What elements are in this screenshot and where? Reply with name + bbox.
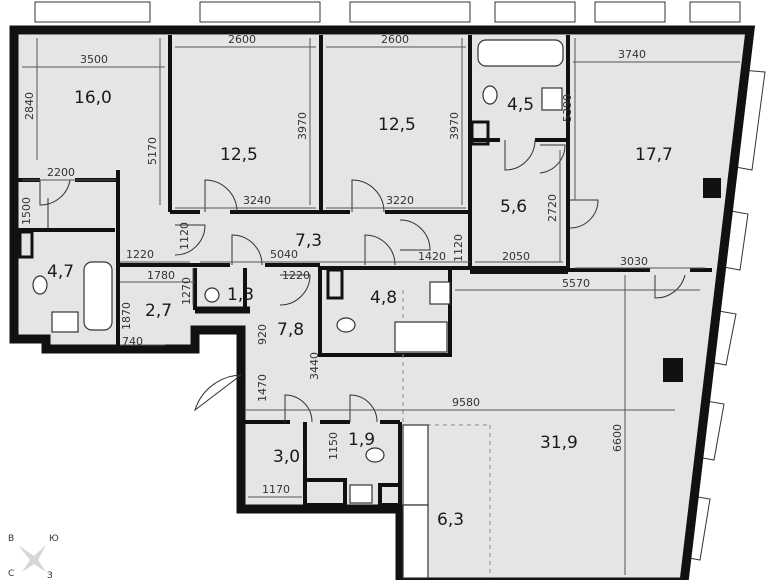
dimension-label: 1120 <box>452 234 465 262</box>
outer-wall <box>9 25 756 580</box>
dimension-label: 740 <box>122 335 143 348</box>
dimension-label: 1500 <box>20 197 33 225</box>
sink-icon <box>349 484 373 504</box>
room-area: 7,3 <box>295 231 322 251</box>
compass: В Ю С З <box>8 534 59 580</box>
dimension-label: 3500 <box>80 53 108 66</box>
dimension-label: 1150 <box>327 432 340 460</box>
room-area: 16,0 <box>74 88 112 108</box>
dimension-label: 2720 <box>546 194 559 222</box>
dimension-label: 6600 <box>611 424 624 452</box>
dimension-label: 5570 <box>562 277 590 290</box>
room-area: 4,8 <box>370 288 397 308</box>
dimension-label: 1170 <box>262 483 290 496</box>
counter-icon <box>402 504 429 579</box>
compass-south: С <box>8 569 14 579</box>
dimension-label: 2600 <box>228 33 256 46</box>
dimension-lines <box>22 38 740 575</box>
room-area: 1,3 <box>227 285 254 305</box>
dimension-label: 1870 <box>120 302 133 330</box>
boiler-icon <box>204 287 220 303</box>
toilet-icon <box>336 317 356 333</box>
room-area: 6,3 <box>437 510 464 530</box>
dimension-label: 2840 <box>23 92 36 120</box>
room-area: 4,5 <box>507 95 534 115</box>
room-area: 3,0 <box>273 447 300 467</box>
dimension-label: 1220 <box>126 248 154 261</box>
dimension-label: 1470 <box>256 374 269 402</box>
room-area: 12,5 <box>220 145 258 165</box>
toilet-icon <box>482 85 498 105</box>
doors <box>39 139 686 423</box>
room-labels: 16,0 12,5 12,5 4,5 17,7 5,6 7,3 4,7 2,7 … <box>47 88 673 530</box>
dimension-label: 5040 <box>270 248 298 261</box>
room-area: 2,7 <box>145 301 172 321</box>
toilet-icon <box>32 275 48 295</box>
room-area: 12,5 <box>378 115 416 135</box>
bathtub-icon <box>477 39 564 67</box>
toilet-icon <box>365 447 385 463</box>
dimension-label: 1420 <box>418 250 446 263</box>
dimension-label: 1120 <box>178 222 191 250</box>
compass-east: Ю <box>49 534 59 544</box>
compass-star-icon <box>18 545 46 572</box>
bathtub-icon <box>83 261 113 331</box>
compass-north: В <box>8 534 14 544</box>
floor-area <box>18 35 748 578</box>
dimension-label: 5390 <box>561 94 574 122</box>
dimension-label: 5170 <box>146 137 159 165</box>
counter-icon <box>402 424 429 506</box>
dimension-label: 3220 <box>386 194 414 207</box>
fixtures <box>32 39 564 579</box>
dimension-label: 1220 <box>282 269 310 282</box>
room-area: 7,8 <box>277 320 304 340</box>
dimension-label: 2600 <box>381 33 409 46</box>
room-area: 5,6 <box>500 197 527 217</box>
dimension-label: 3970 <box>296 112 309 140</box>
room-area: 17,7 <box>635 145 673 165</box>
dimension-labels: 3500 2600 2600 3740 2840 5170 3970 3970 … <box>20 33 648 496</box>
dimension-label: 2200 <box>47 166 75 179</box>
sink-icon <box>51 311 79 333</box>
dimension-label: 3970 <box>448 112 461 140</box>
room-area: 1,9 <box>348 430 375 450</box>
dimension-label: 3740 <box>618 48 646 61</box>
dimension-label: 920 <box>256 324 269 345</box>
dimension-label: 1270 <box>180 277 193 305</box>
interior-walls <box>18 35 721 507</box>
dimension-label: 2050 <box>502 250 530 263</box>
sink-icon <box>429 281 451 305</box>
dimension-label: 1780 <box>147 269 175 282</box>
dimension-label: 3030 <box>620 255 648 268</box>
compass-west: З <box>47 571 53 580</box>
dimension-label: 3240 <box>243 194 271 207</box>
dimension-label: 9580 <box>452 396 480 409</box>
bathtub-icon <box>394 321 448 353</box>
zone-lines <box>402 290 491 578</box>
sink-icon <box>541 87 563 111</box>
room-area: 31,9 <box>540 433 578 453</box>
dimension-label: 3440 <box>308 352 321 380</box>
room-area: 4,7 <box>47 262 74 282</box>
windows <box>34 1 766 561</box>
